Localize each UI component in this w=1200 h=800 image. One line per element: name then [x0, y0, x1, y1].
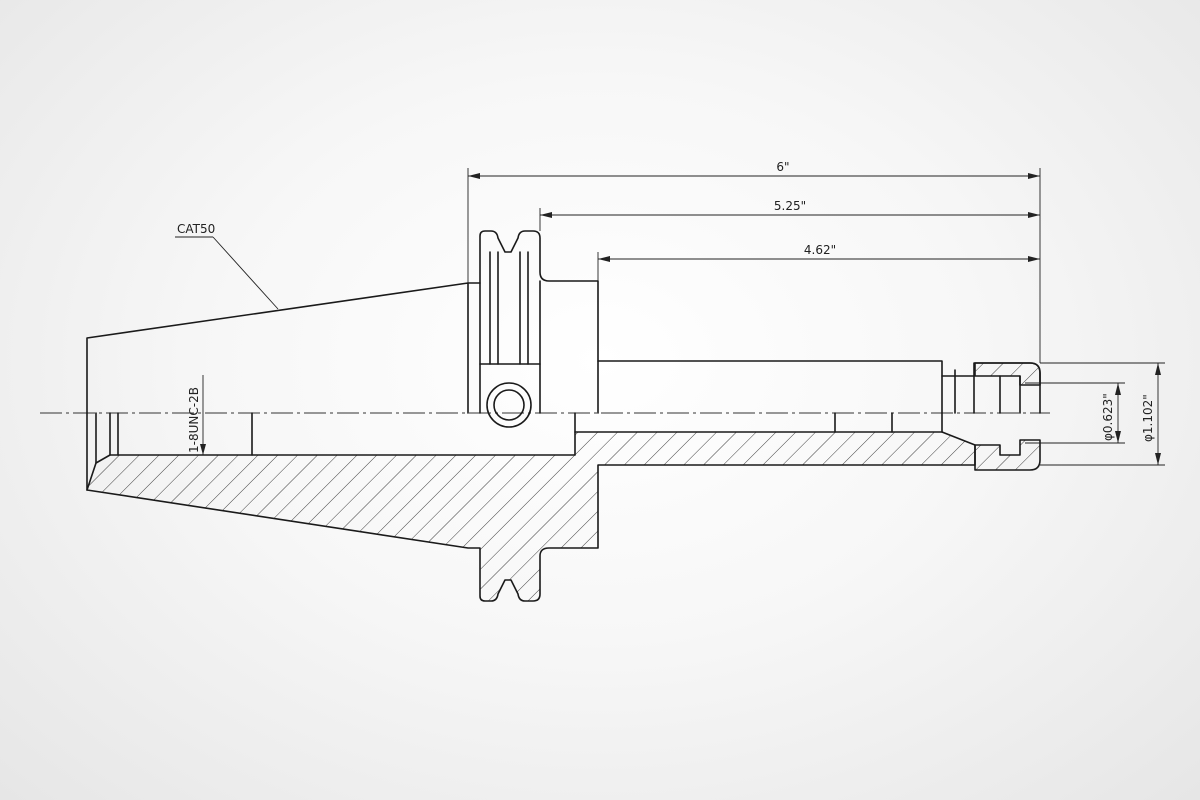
upper-outline — [86, 230, 1041, 428]
dimension-length-3: 4.62" — [804, 243, 836, 257]
thread-label: 1-8UNC-2B — [187, 387, 201, 453]
dimension-bore-diameter: φ0.623" — [1101, 393, 1115, 441]
lower-section — [86, 362, 1041, 602]
dimension-overall-length: 6" — [776, 160, 789, 174]
dimension-length-2: 5.25" — [774, 199, 806, 213]
taper-label: CAT50 — [177, 222, 215, 236]
dimension-lines — [175, 168, 1165, 466]
dimension-nose-diameter: φ1.102" — [1141, 394, 1155, 442]
